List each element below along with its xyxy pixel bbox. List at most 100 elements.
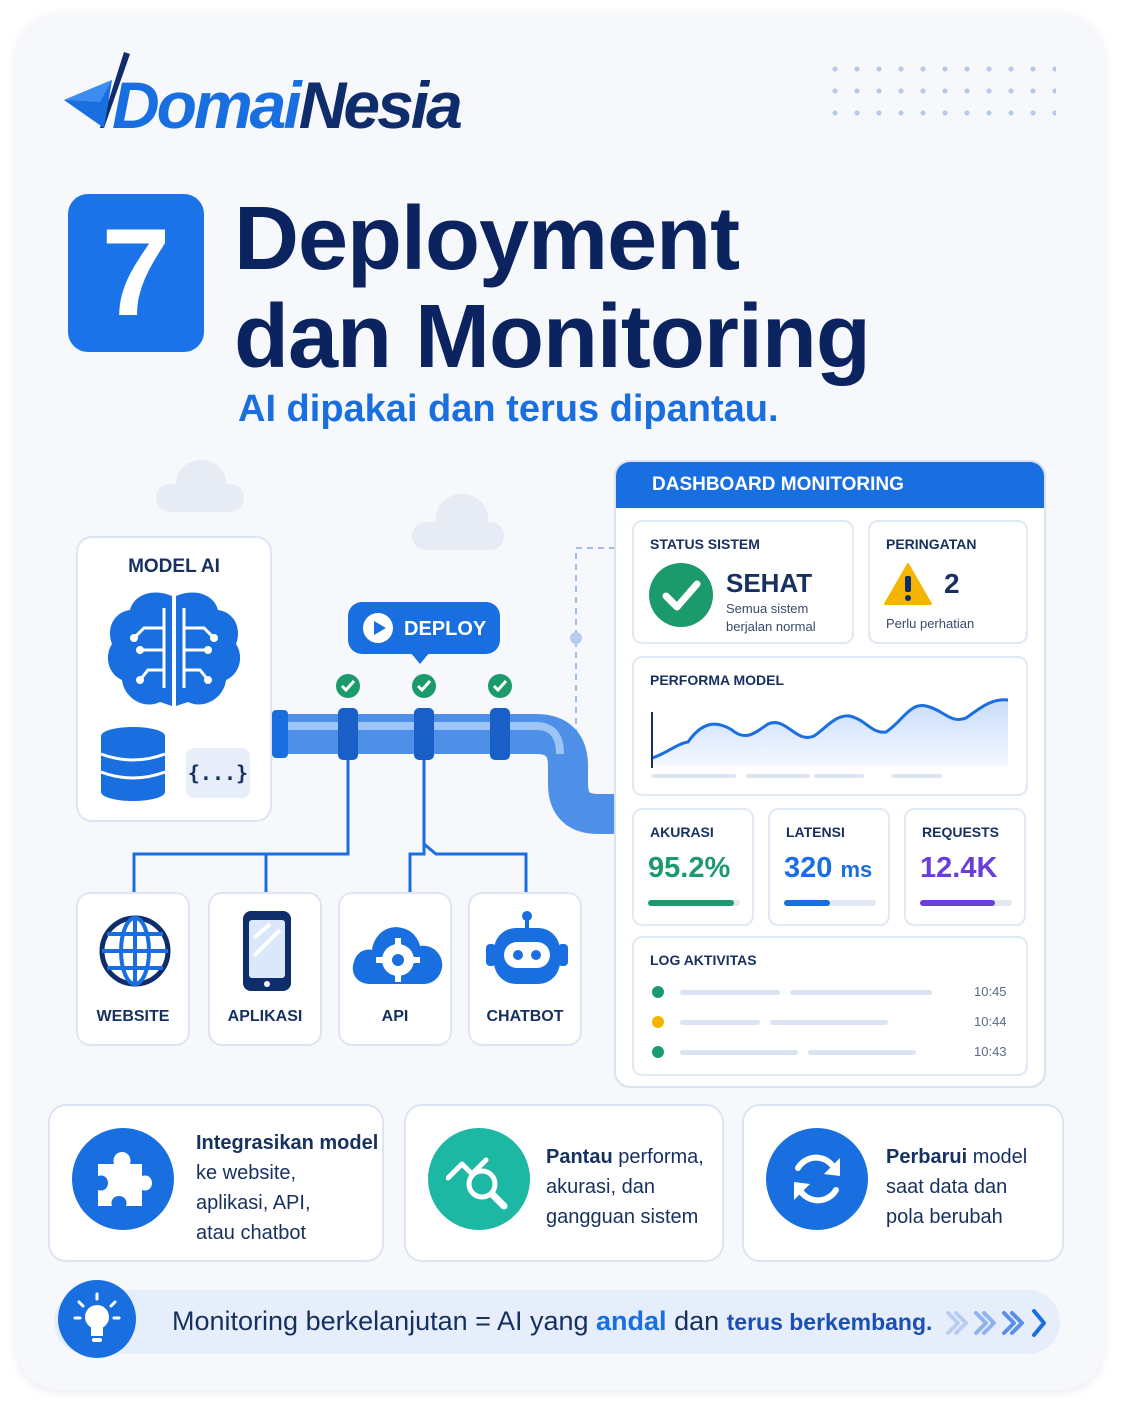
log-line <box>680 1050 798 1055</box>
metric-label: AKURASI <box>650 824 714 840</box>
metric-latensi: LATENSI 320 ms <box>768 808 890 926</box>
log-line <box>680 1020 760 1025</box>
target-website[interactable]: WEBSITE <box>76 892 190 1046</box>
brain-icon <box>107 592 241 706</box>
decorative-dots <box>824 58 1056 118</box>
log-status-dot <box>652 1016 664 1028</box>
log-time: 10:45 <box>974 984 1007 999</box>
log-line <box>808 1050 916 1055</box>
target-chatbot[interactable]: CHATBOT <box>468 892 582 1046</box>
metric-requests: REQUESTS 12.4K <box>904 808 1026 926</box>
status-panel: STATUS SISTEM SEHAT Semua sistem berjala… <box>632 520 854 644</box>
target-label: CHATBOT <box>486 1008 564 1025</box>
metric-value-number: 12.4K <box>920 852 998 884</box>
log-entry: 10:43 <box>634 1042 1026 1062</box>
deploy-label: DEPLOY <box>404 618 487 640</box>
card-monitor-line3: gangguan sistem <box>546 1206 699 1228</box>
log-panel: LOG AKTIVITAS 10:45 10:44 10:43 <box>632 936 1028 1076</box>
footer-text-part2: dan <box>666 1306 727 1336</box>
card-update: Perbarui model saat data dan pola beruba… <box>742 1104 1064 1262</box>
dashboard-title: DASHBOARD MONITORING <box>616 462 1044 508</box>
log-entry: 10:45 <box>634 982 1026 1002</box>
log-entry: 10:44 <box>634 1012 1026 1032</box>
metric-value: 12.4K <box>920 852 997 885</box>
target-aplikasi[interactable]: APLIKASI <box>208 892 322 1046</box>
refresh-icon-circle <box>766 1128 868 1230</box>
footer-text-part1: Monitoring berkelanjutan = AI yang <box>172 1306 597 1336</box>
check-circle-icon <box>649 563 713 627</box>
pipeline-graphic <box>132 547 616 892</box>
warning-desc: Perlu perhatian <box>886 616 975 631</box>
metric-value-number: 95.2% <box>648 852 731 884</box>
smartphone-icon <box>243 911 291 991</box>
chevrons-right-icon <box>946 1309 1046 1337</box>
card-integrate-line2: ke website, <box>196 1162 297 1184</box>
refresh-icon <box>794 1154 840 1204</box>
warning-icon <box>884 563 932 605</box>
footer-text: Monitoring berkelanjutan = AI yang andal… <box>172 1306 932 1337</box>
brand-name-part2: Nesia <box>298 68 463 142</box>
card-update-line2: saat data dan <box>886 1176 1008 1198</box>
metric-bar-track <box>920 900 1012 906</box>
metric-value-number: 320 <box>784 852 833 884</box>
status-desc: Semua sistem berjalan normal <box>726 600 816 636</box>
lightbulb-icon-circle <box>58 1280 136 1358</box>
deploy-bubble-tail <box>410 652 430 664</box>
globe-icon <box>99 915 171 987</box>
play-icon <box>363 613 393 643</box>
log-time: 10:43 <box>974 1044 1007 1059</box>
card-monitor: Pantau performa, akurasi, dan gangguan s… <box>404 1104 724 1262</box>
status-value: SEHAT <box>726 568 813 598</box>
footer-highlight-berkembang: terus berkembang. <box>726 1309 933 1335</box>
dashboard-monitoring: DASHBOARD MONITORING STATUS SISTEM SEHAT… <box>614 460 1046 1088</box>
performance-panel: PERFORMA MODEL <box>632 656 1028 796</box>
brand-name: DomaiNesia <box>112 72 463 138</box>
card-integrate-line3: aplikasi, API, <box>196 1192 311 1214</box>
robot-icon <box>486 911 568 984</box>
title-line-2: dan Monitoring <box>234 287 871 387</box>
infographic-card: DomaiNesia 7 Deployment dan Monitoring A… <box>16 14 1104 1390</box>
log-line <box>680 990 780 995</box>
logo-arrow-icon <box>64 52 130 128</box>
brand-name-part1: Domai <box>112 68 302 142</box>
card-integrate: Integrasikan model ke website, aplikasi,… <box>48 1104 384 1262</box>
card-monitor-text: Pantau performa, akurasi, dan gangguan s… <box>546 1142 704 1232</box>
card-monitor-bold: Pantau <box>546 1146 613 1168</box>
metric-value: 95.2% <box>648 852 730 885</box>
database-icon <box>100 727 166 801</box>
log-status-dot <box>652 1046 664 1058</box>
card-update-text: Perbarui model saat data dan pola beruba… <box>886 1142 1027 1232</box>
puzzle-icon <box>98 1152 152 1206</box>
card-update-bold: Perbarui <box>886 1146 968 1168</box>
cloud-icon <box>436 494 488 542</box>
deploy-button[interactable]: DEPLOY <box>348 602 500 664</box>
footer-highlight-andal: andal <box>596 1306 667 1336</box>
step-number-badge: 7 <box>68 194 204 352</box>
trend-search-icon-circle <box>428 1128 530 1230</box>
log-line <box>790 990 932 995</box>
cloud-gear-icon <box>352 927 443 984</box>
trend-search-icon <box>446 1157 508 1210</box>
metric-bar-track <box>784 900 876 906</box>
metric-akurasi: AKURASI 95.2% <box>632 808 754 926</box>
card-monitor-line2: akurasi, dan <box>546 1176 655 1198</box>
metric-value: 320 ms <box>784 852 872 885</box>
target-api[interactable]: API <box>338 892 452 1046</box>
model-ai-label: MODEL AI <box>128 556 220 577</box>
log-line <box>770 1020 888 1025</box>
performance-label: PERFORMA MODEL <box>650 672 785 688</box>
metric-bar-fill <box>784 900 830 906</box>
warning-count: 2 <box>944 568 960 599</box>
status-label: STATUS SISTEM <box>650 536 760 552</box>
metric-label: LATENSI <box>786 824 845 840</box>
warning-label: PERINGATAN <box>886 536 977 552</box>
footer-banner: Monitoring berkelanjutan = AI yang andal… <box>54 1280 1060 1358</box>
code-block-icon: {...} <box>186 748 250 798</box>
page-subtitle: AI dipakai dan terus dipantau. <box>238 388 779 430</box>
metric-bar-track <box>648 900 740 906</box>
page-title: Deployment dan Monitoring <box>234 189 871 387</box>
target-label: API <box>381 1008 409 1025</box>
title-line-1: Deployment <box>234 189 740 289</box>
cloud-icon <box>176 460 226 506</box>
log-time: 10:44 <box>974 1014 1007 1029</box>
